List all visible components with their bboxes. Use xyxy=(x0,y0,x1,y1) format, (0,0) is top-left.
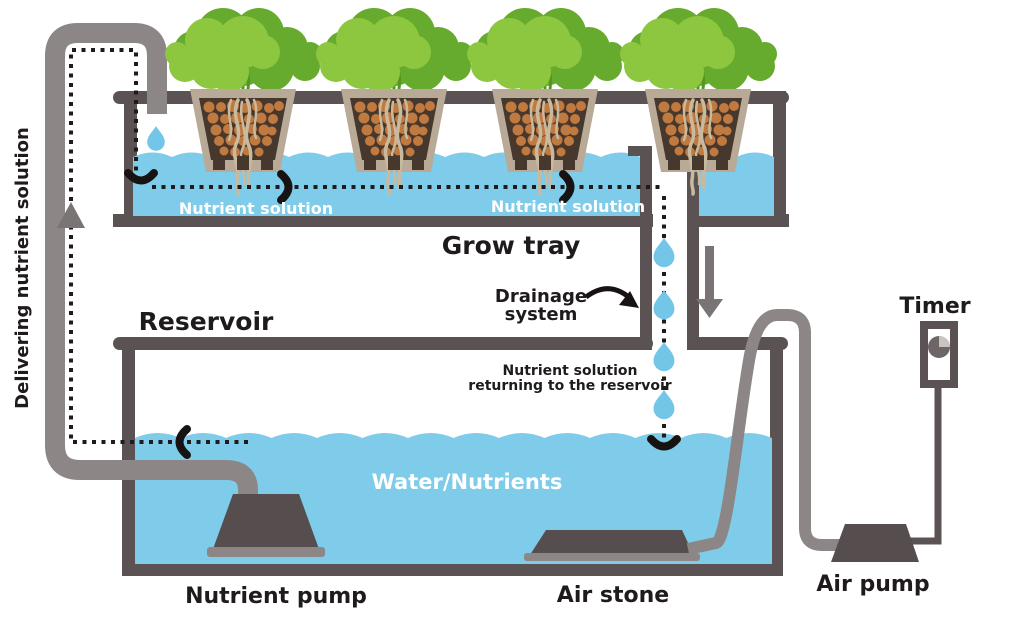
air-stone xyxy=(524,530,700,561)
drainage-arrow-icon xyxy=(584,286,639,308)
label-grow-tray: Grow tray xyxy=(442,231,581,260)
label-drainage-system-line2: system xyxy=(505,304,578,325)
drainage-system-pipe xyxy=(628,146,699,350)
label-water-nutrients: Water/Nutrients xyxy=(372,470,563,494)
down-arrow-icon xyxy=(696,246,723,318)
label-nutrient-pump: Nutrient pump xyxy=(185,584,367,609)
label-returning-line1: Nutrient solution xyxy=(503,363,638,379)
reservoir-tank xyxy=(113,337,788,576)
label-returning-line2: returning to the reservoir xyxy=(468,378,671,394)
label-drainage-system-line1: Drainage xyxy=(495,286,587,307)
label-reservoir: Reservoir xyxy=(139,307,274,336)
label-delivering-nutrient-solution: Delivering nutrient solution xyxy=(12,127,33,409)
flow-arrowheads xyxy=(124,169,681,459)
nutrient-flow-path xyxy=(69,48,666,446)
label-timer: Timer xyxy=(899,294,970,319)
timer-wire xyxy=(898,386,942,545)
delivery-pipe xyxy=(45,23,258,502)
label-nutrient-solution-right: Nutrient solution xyxy=(491,197,645,216)
air-tube xyxy=(686,309,842,555)
timer-dial-icon xyxy=(928,336,950,358)
timer xyxy=(920,321,958,388)
air-pump xyxy=(831,524,919,562)
nutrient-pump xyxy=(207,494,325,557)
label-air-pump: Air pump xyxy=(816,572,929,597)
label-nutrient-solution-left: Nutrient solution xyxy=(179,199,333,218)
up-arrow-icon xyxy=(57,202,85,228)
label-air-stone: Air stone xyxy=(557,583,669,608)
